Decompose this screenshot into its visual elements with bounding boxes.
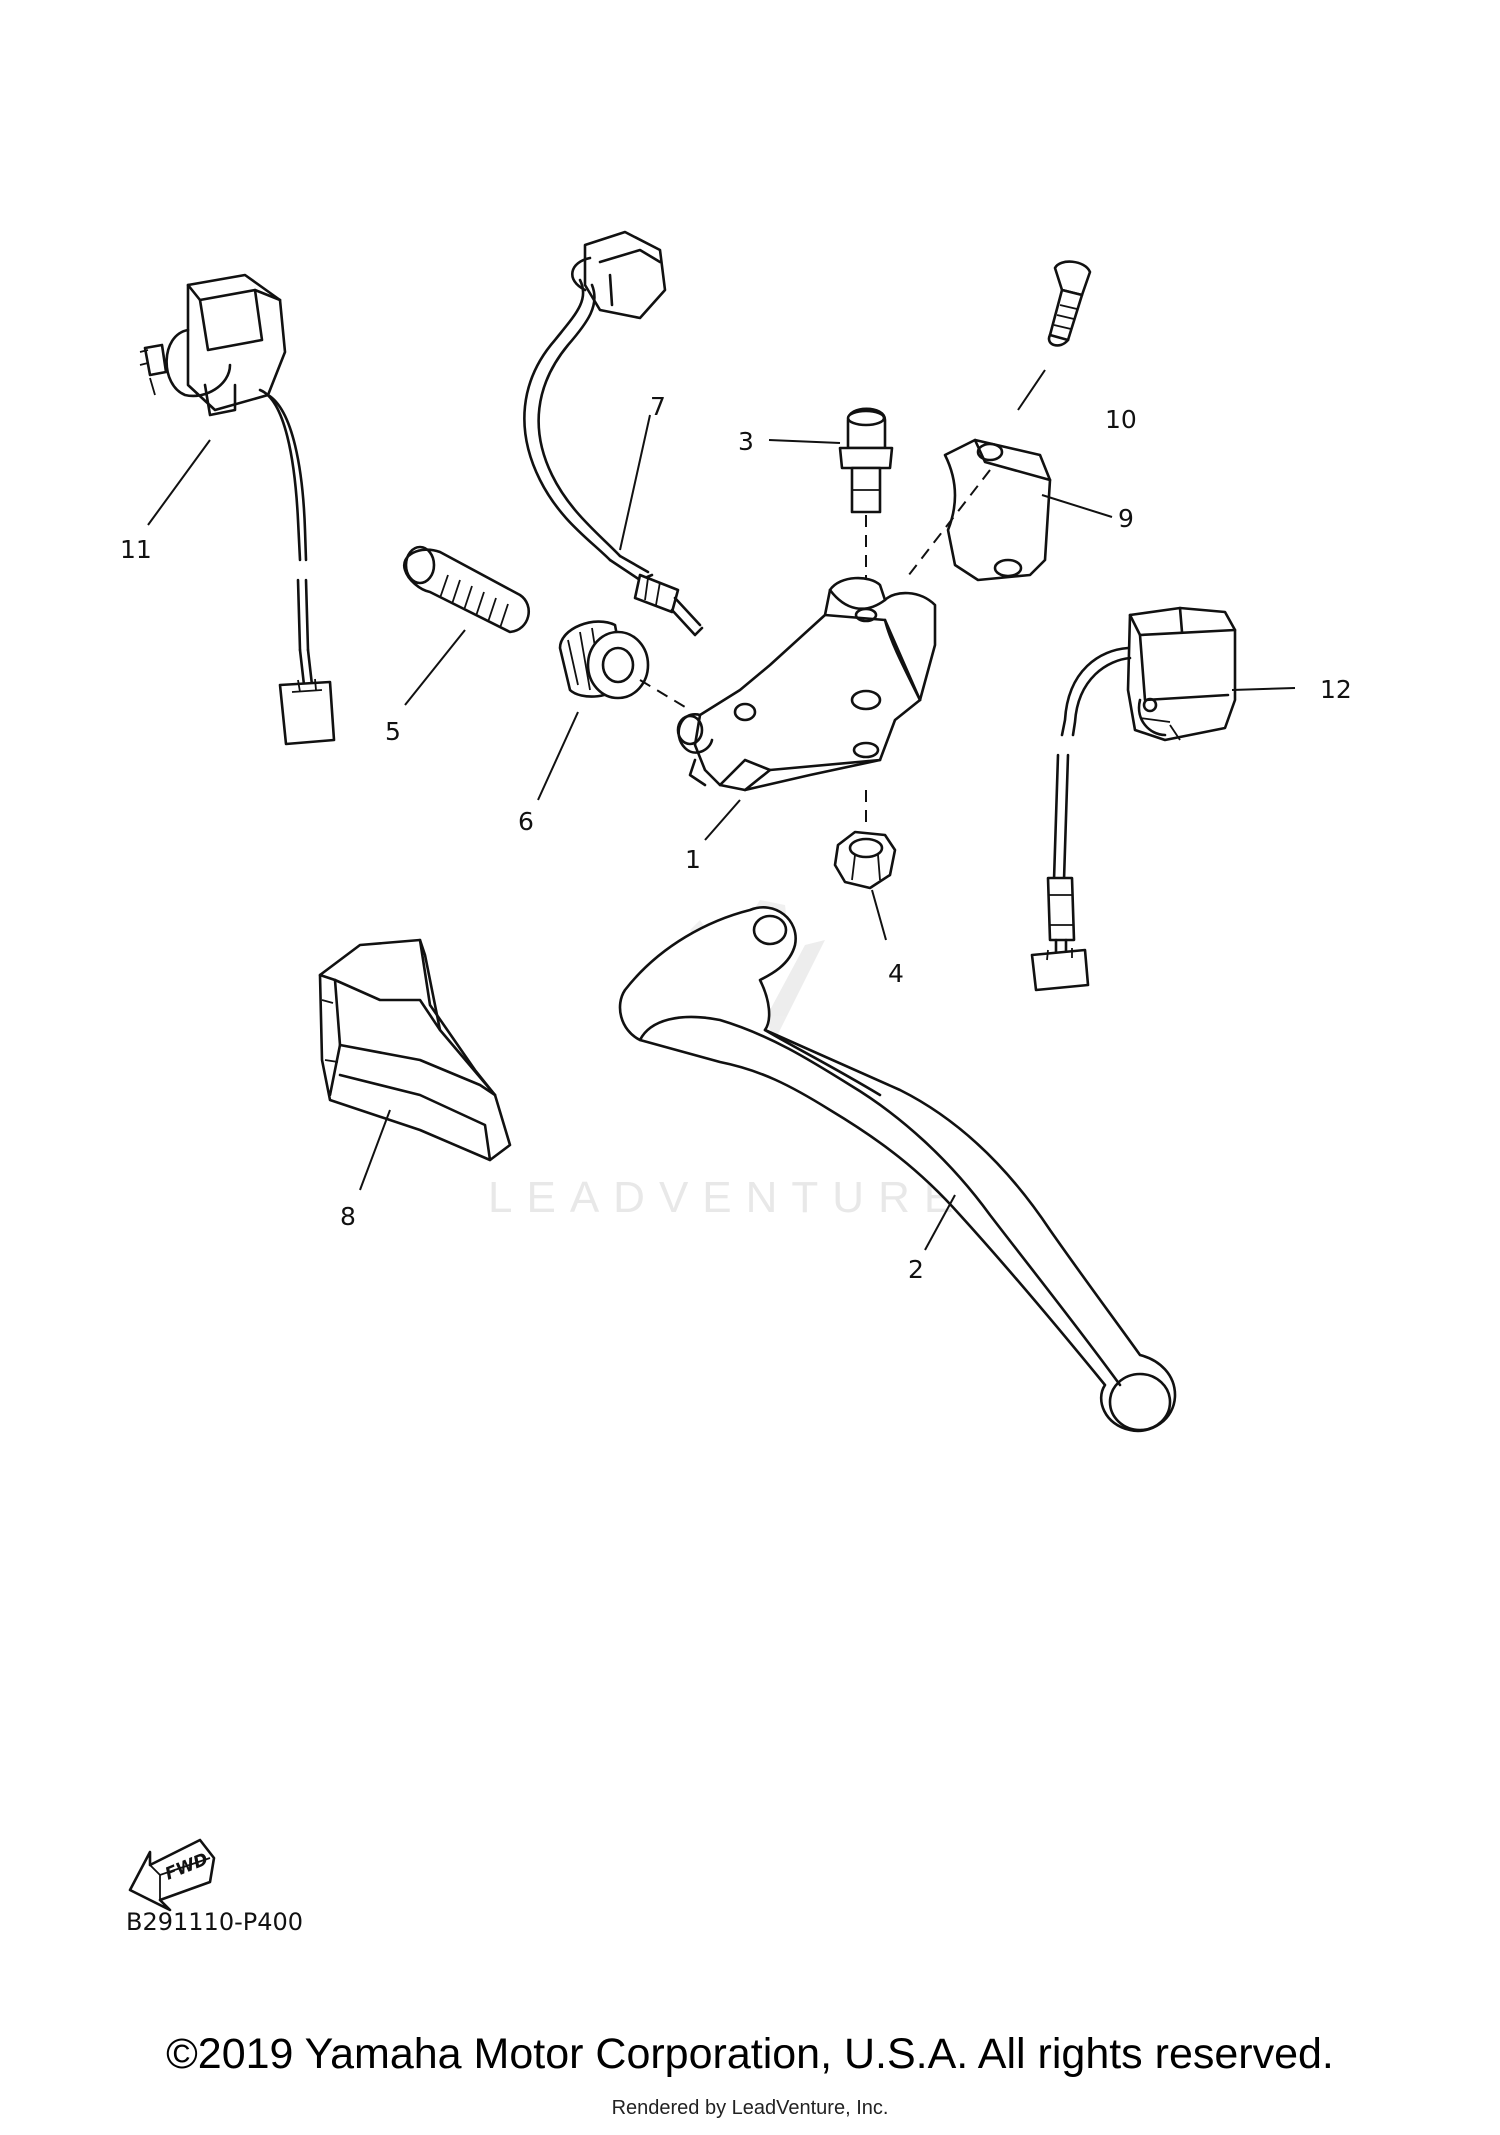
callout-8: 8: [340, 1202, 356, 1231]
copyright-notice: ©2019 Yamaha Motor Corporation, U.S.A. A…: [166, 2030, 1334, 2078]
diagram-code: B291110-P400: [126, 1908, 304, 1936]
watermark-text: LEADVENTURE: [488, 1173, 967, 1222]
part-2-lever: [618, 906, 1177, 1433]
callout-10: 10: [1105, 405, 1137, 434]
callout-1: 1: [685, 845, 701, 874]
callout-6: 6: [518, 807, 534, 836]
part-12-switch-right: [1030, 606, 1237, 992]
callout-7: 7: [650, 392, 666, 421]
callout-12: 12: [1320, 675, 1352, 704]
callout-9: 9: [1118, 504, 1134, 533]
callout-2: 2: [908, 1255, 924, 1284]
rendered-by-notice: Rendered by LeadVenture, Inc.: [611, 2097, 889, 2119]
part-9-holder: [904, 438, 1052, 582]
part-4-nut: [833, 830, 897, 890]
part-10-screw: [1017, 260, 1092, 411]
callout-numbers: 1 2 3 4 5 6 7 8 9 10 11 12: [120, 392, 1352, 1284]
part-7-clutch-switch: [523, 230, 704, 637]
part-5-adjust-bolt: [402, 545, 530, 634]
callout-4: 4: [888, 959, 904, 988]
part-8-lever-cover: [318, 938, 512, 1162]
part-1-lever-holder: [676, 576, 937, 830]
part-6-adjust-nut: [558, 620, 691, 711]
fwd-arrow-icon: FWD: [128, 1838, 216, 1912]
callout-3: 3: [738, 427, 754, 456]
callout-11: 11: [120, 535, 152, 564]
callout-5: 5: [385, 717, 401, 746]
part-11-switch-left: [139, 273, 336, 746]
leader-lines: [147, 414, 1296, 1251]
